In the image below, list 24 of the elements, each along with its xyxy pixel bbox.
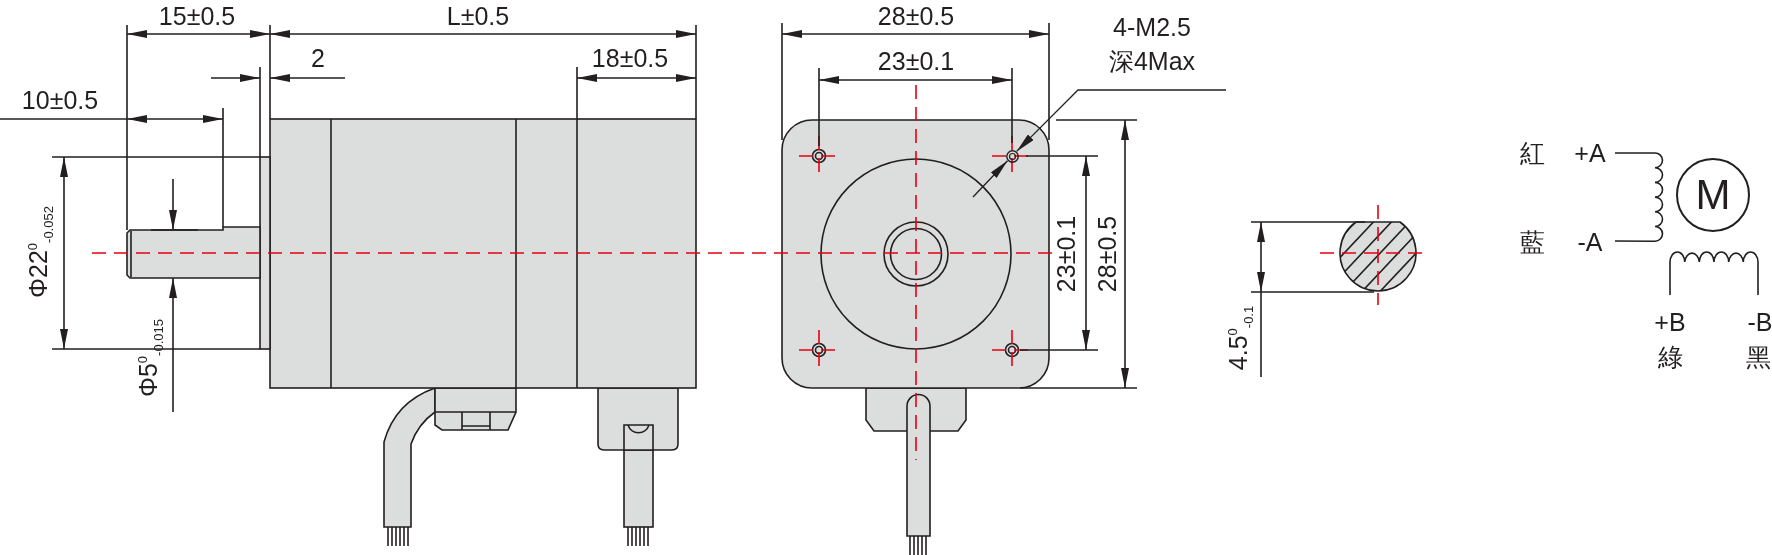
dimension-text: 2 xyxy=(311,45,325,71)
pin-label: -A xyxy=(1577,229,1603,255)
dimension-text: 15±0.5 xyxy=(158,3,236,29)
wire-color-label: 藍 xyxy=(1519,229,1545,255)
motor-letter: M xyxy=(1695,174,1731,216)
leader-line xyxy=(1015,89,1227,153)
dimension-text: 18±0.5 xyxy=(591,45,669,71)
motor-symbol xyxy=(1676,158,1750,232)
wire-color-label: 黑 xyxy=(1745,344,1771,370)
pin-label: +B xyxy=(1654,309,1686,335)
pin-label: -B xyxy=(1747,309,1772,335)
callout-text: 深4Max xyxy=(1108,47,1196,75)
dimension-text: 28±0.5 xyxy=(1094,215,1120,293)
dimension-text: 10±0.5 xyxy=(21,87,99,113)
dimension-text: 28±0.5 xyxy=(877,3,955,29)
leader-line xyxy=(972,160,1009,198)
pin-label: +A xyxy=(1574,140,1606,166)
wire-color-label: 綠 xyxy=(1657,344,1683,370)
mounting-hole xyxy=(1005,149,1019,163)
wire-color-label: 紅 xyxy=(1519,140,1545,166)
dimension-text: 23±0.1 xyxy=(877,48,955,74)
callout-text: 4-M2.5 xyxy=(1113,14,1191,42)
dimension-text: L±0.5 xyxy=(446,3,510,29)
dimension-text: 23±0.1 xyxy=(1053,215,1079,293)
